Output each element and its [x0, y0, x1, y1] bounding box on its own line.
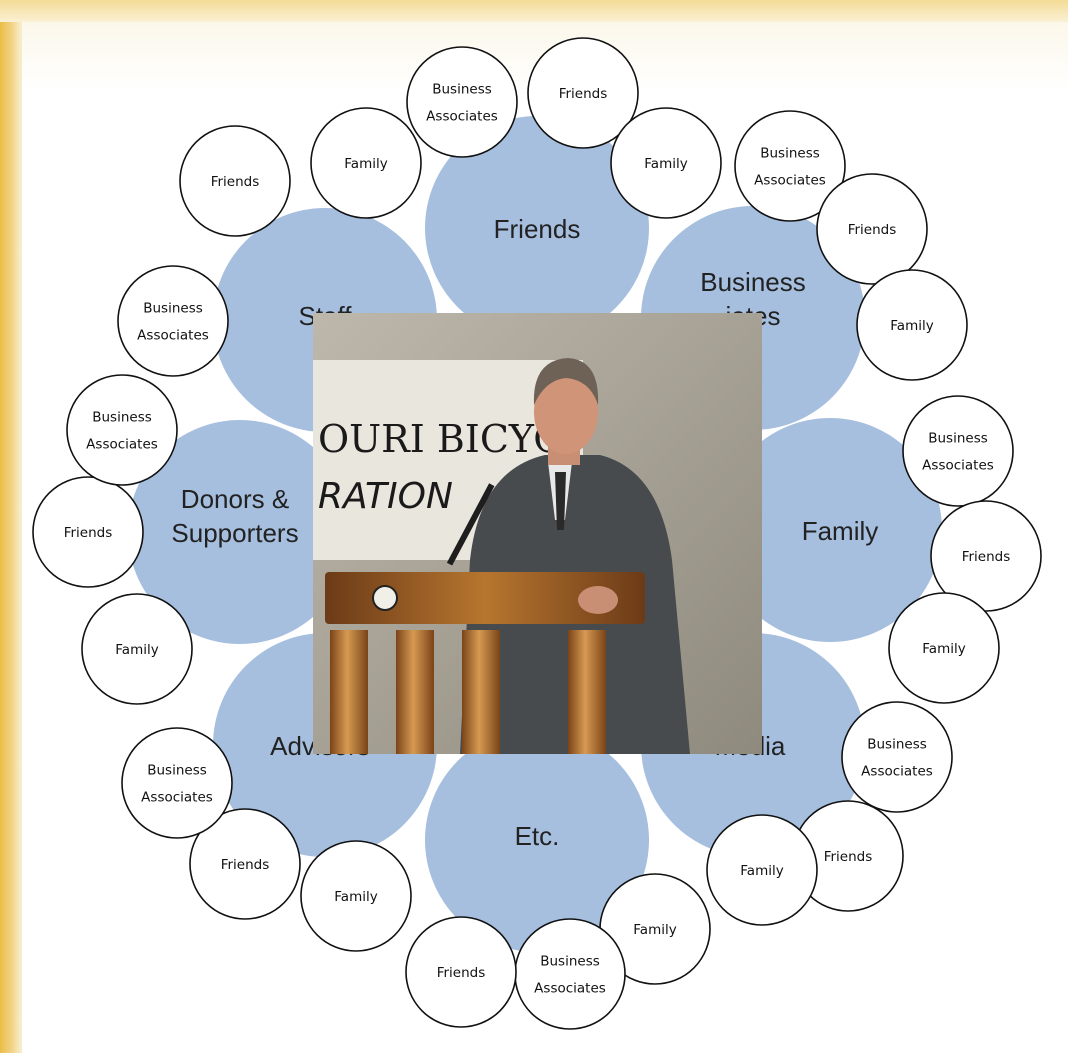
photo-podium-seal: [372, 585, 398, 611]
contact-label: Associates: [534, 981, 606, 997]
contact-circle: [706, 814, 818, 926]
contact-label: Family: [644, 156, 687, 172]
photo-banner-line-1: OURI BICYC: [318, 417, 562, 461]
group-label: Business: [700, 267, 806, 297]
contact-label: Family: [922, 641, 965, 657]
contact-circle: [527, 37, 639, 149]
contact-label: Business: [92, 410, 152, 426]
photo-podium-column-4: [568, 630, 606, 754]
contact-label: Family: [890, 318, 933, 334]
photo-podium-column-1: [330, 630, 368, 754]
photo-speaker-hand: [578, 586, 618, 614]
contact-circle: [888, 592, 1000, 704]
group-label: Supporters: [171, 518, 298, 548]
contact-circle: [514, 918, 626, 1030]
group-label: Etc.: [515, 821, 560, 851]
contact-label: Associates: [86, 437, 158, 453]
photo-banner-line-2: RATION: [318, 476, 453, 517]
contact-label: Friends: [211, 174, 260, 190]
contact-circle: [405, 916, 517, 1028]
contact-circles: BusinessAssociatesFriendsFamilyBusinessA…: [32, 37, 1042, 1030]
contact-label: Friends: [559, 86, 608, 102]
contact-label: Family: [740, 863, 783, 879]
contact-label: Associates: [137, 328, 209, 344]
slide-frame-left: [0, 0, 20, 1053]
contact-circle: [610, 107, 722, 219]
contact-label: Associates: [754, 173, 826, 189]
group-circle: [425, 116, 649, 340]
contact-label: Family: [334, 889, 377, 905]
contact-circle: [66, 374, 178, 486]
contact-label: Associates: [141, 790, 213, 806]
contact-circle: [117, 265, 229, 377]
contact-circle: [902, 395, 1014, 507]
contact-label: Family: [115, 642, 158, 658]
contact-label: Associates: [861, 764, 933, 780]
contact-circle: [816, 173, 928, 285]
hub-photo: OURI BICYC RATION J: [313, 313, 762, 754]
photo-speaker-tie: [555, 472, 566, 530]
contact-label: Associates: [922, 458, 994, 474]
group-label: Donors &: [181, 484, 289, 514]
group-circle: [718, 418, 942, 642]
group-label: Friends: [494, 214, 581, 244]
contact-label: Friends: [824, 849, 873, 865]
contact-circle: [406, 46, 518, 158]
contact-circle: [300, 840, 412, 952]
contact-circle: [856, 269, 968, 381]
group-label: Family: [802, 516, 879, 546]
photo-microphone: [446, 483, 495, 566]
photo-podium-column-2: [396, 630, 434, 754]
contact-circle: [841, 701, 953, 813]
photo-podium-column-3: [462, 630, 500, 754]
group-circle: [128, 420, 352, 644]
contact-label: Associates: [426, 109, 498, 125]
contact-label: Friends: [221, 857, 270, 873]
contact-label: Friends: [848, 222, 897, 238]
contact-label: Friends: [64, 525, 113, 541]
contact-label: Business: [432, 82, 492, 98]
contact-label: Family: [633, 922, 676, 938]
contact-circle: [189, 808, 301, 920]
photo-speaker-head: [534, 370, 598, 454]
contact-label: Friends: [962, 549, 1011, 565]
contact-label: Business: [147, 763, 207, 779]
contact-label: Family: [344, 156, 387, 172]
slide-frame-top: [0, 0, 1068, 22]
contact-label: Business: [867, 737, 927, 753]
contact-circle: [32, 476, 144, 588]
contact-circle: [930, 500, 1042, 612]
photo-podium-top: [325, 572, 645, 624]
contact-label: Business: [928, 431, 988, 447]
contact-circle: [734, 110, 846, 222]
contact-circle: [81, 593, 193, 705]
contact-label: Business: [540, 954, 600, 970]
photo-speaker-hair: [533, 358, 599, 405]
group-circle: [425, 728, 649, 952]
contact-circle: [310, 107, 422, 219]
contact-label: Business: [760, 146, 820, 162]
contact-circle: [121, 727, 233, 839]
contact-circle: [179, 125, 291, 237]
contact-label: Friends: [437, 965, 486, 981]
contact-label: Business: [143, 301, 203, 317]
